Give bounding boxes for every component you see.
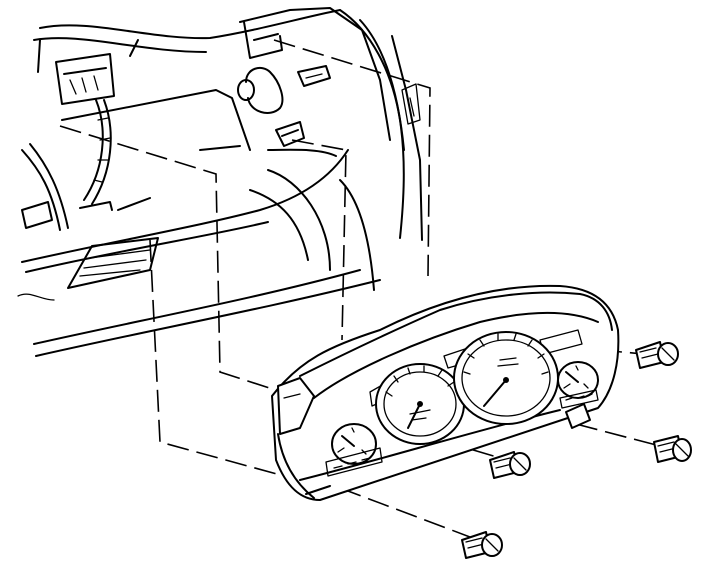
screw-lower-right xyxy=(653,435,692,463)
instrument-panel-carrier xyxy=(17,7,423,357)
screw-upper-right xyxy=(635,341,679,369)
fuel-gauge xyxy=(557,361,599,409)
screw-bottom xyxy=(461,531,503,559)
screw-center xyxy=(489,451,531,479)
speedometer-gauge xyxy=(453,331,559,425)
temperature-gauge xyxy=(325,423,383,477)
tachometer-gauge xyxy=(375,363,465,445)
